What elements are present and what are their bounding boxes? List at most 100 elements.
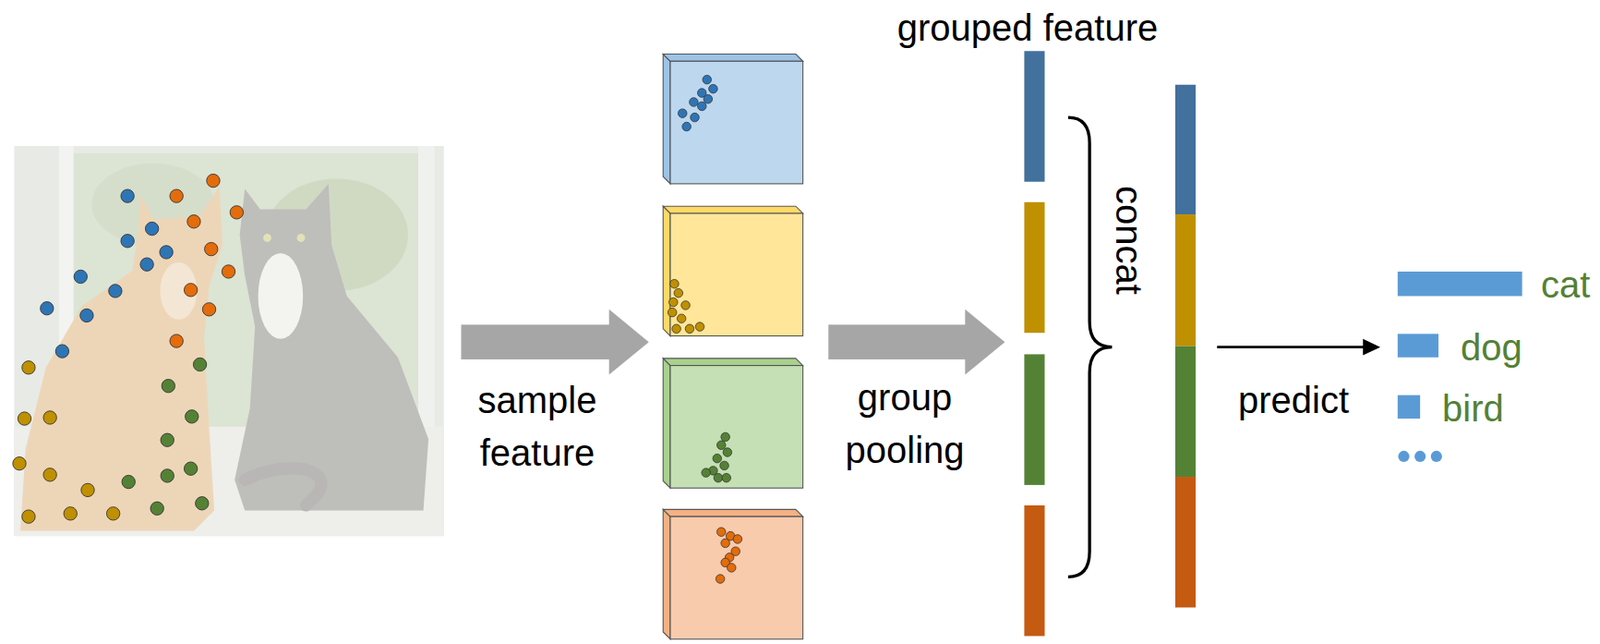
feature-point: [677, 108, 687, 119]
feature-bar: [1175, 476, 1196, 607]
box-top: [662, 508, 803, 517]
feature-point: [676, 313, 686, 324]
block-arrow: [460, 309, 649, 375]
arrow-head: [1362, 338, 1381, 356]
arrow-shaft: [828, 324, 966, 360]
feature-point: [703, 94, 713, 104]
feature-point: [160, 469, 174, 482]
cat-photo: [13, 145, 444, 536]
feature-point: [689, 97, 699, 108]
box-side: [662, 54, 671, 184]
feature-point: [43, 468, 57, 482]
box-top: [662, 205, 803, 214]
box-top: [662, 54, 803, 62]
feature-point: [670, 278, 680, 289]
ellipsis-dot: [1431, 450, 1443, 462]
feature-point: [159, 245, 173, 259]
feature-point: [121, 474, 135, 488]
feature-point: [716, 440, 726, 450]
feature-point: [120, 234, 134, 248]
feature-point: [672, 324, 682, 334]
feature-point: [682, 121, 692, 132]
step-label: predict: [1238, 378, 1349, 422]
step-label: concat: [1107, 185, 1151, 295]
predict-arrow: [1216, 345, 1367, 349]
feature-point: [80, 308, 94, 322]
feature-point: [12, 456, 26, 470]
feature-point: [206, 173, 220, 187]
feature-point: [697, 101, 707, 111]
score-bar: [1397, 333, 1439, 357]
feature-point: [673, 288, 684, 298]
concat-bar: [1175, 84, 1196, 608]
step-label: group pooling: [845, 371, 965, 477]
feature-point: [183, 461, 197, 475]
curly-brace: [1068, 117, 1113, 577]
score-bar: [1397, 271, 1523, 297]
feature-point: [160, 433, 174, 446]
ellipsis-dot: [1414, 450, 1426, 462]
arrow-shaft: [460, 324, 610, 360]
box-side: [662, 205, 671, 336]
feature-point: [187, 215, 201, 229]
feature-bar: [1175, 214, 1196, 347]
arrow-head: [609, 309, 650, 375]
feature-point: [695, 322, 705, 332]
feature-point: [169, 334, 183, 348]
feature-point: [713, 472, 723, 482]
block-arrow: [828, 309, 1005, 375]
feature-point: [721, 432, 731, 442]
feature-point: [702, 74, 712, 85]
box-front: [670, 60, 804, 184]
feature-point: [229, 205, 243, 219]
feature-point: [716, 527, 726, 537]
feature-point: [690, 112, 700, 122]
feature-point: [81, 482, 95, 496]
feature-point: [108, 284, 122, 298]
feature-map: [662, 358, 803, 488]
feature-point: [669, 297, 679, 307]
feature-bar: [1023, 353, 1045, 484]
feature-point: [192, 357, 206, 371]
box-front: [670, 213, 804, 337]
feature-point: [733, 534, 743, 544]
feature-point: [721, 472, 732, 482]
feature-point: [221, 264, 235, 278]
feature-point: [721, 538, 731, 548]
feature-point: [709, 84, 719, 94]
feature-point: [195, 496, 209, 510]
box-side: [662, 358, 671, 488]
feature-point: [204, 241, 218, 255]
photo-ground: [13, 145, 444, 536]
feature-point: [22, 360, 36, 374]
feature-bar: [1175, 346, 1196, 477]
grouped-bars: [1023, 50, 1045, 636]
photo-fade: [13, 145, 444, 536]
class-label: dog: [1460, 325, 1523, 369]
feature-point: [22, 509, 36, 523]
feature-point: [150, 501, 164, 515]
feature-point: [667, 307, 677, 317]
box-top: [662, 358, 803, 366]
feature-point: [185, 409, 199, 423]
feature-point: [17, 411, 31, 425]
step-label: sample feature: [478, 373, 598, 480]
feature-points: [12, 173, 244, 523]
arrow-head: [964, 309, 1005, 375]
feature-point: [715, 574, 725, 584]
feature-bar: [1175, 84, 1196, 215]
feature-point: [161, 379, 175, 393]
feature-point: [169, 189, 183, 203]
feature-point: [712, 453, 722, 463]
section-title: grouped feature: [897, 6, 1158, 49]
feature-map: [662, 205, 803, 336]
feature-point: [722, 447, 733, 458]
feature-point: [40, 301, 54, 315]
feature-point: [63, 506, 77, 520]
ellipsis-dot: [1397, 450, 1409, 462]
feature-point: [701, 468, 711, 478]
feature-point: [202, 302, 216, 316]
feature-point: [144, 221, 158, 235]
